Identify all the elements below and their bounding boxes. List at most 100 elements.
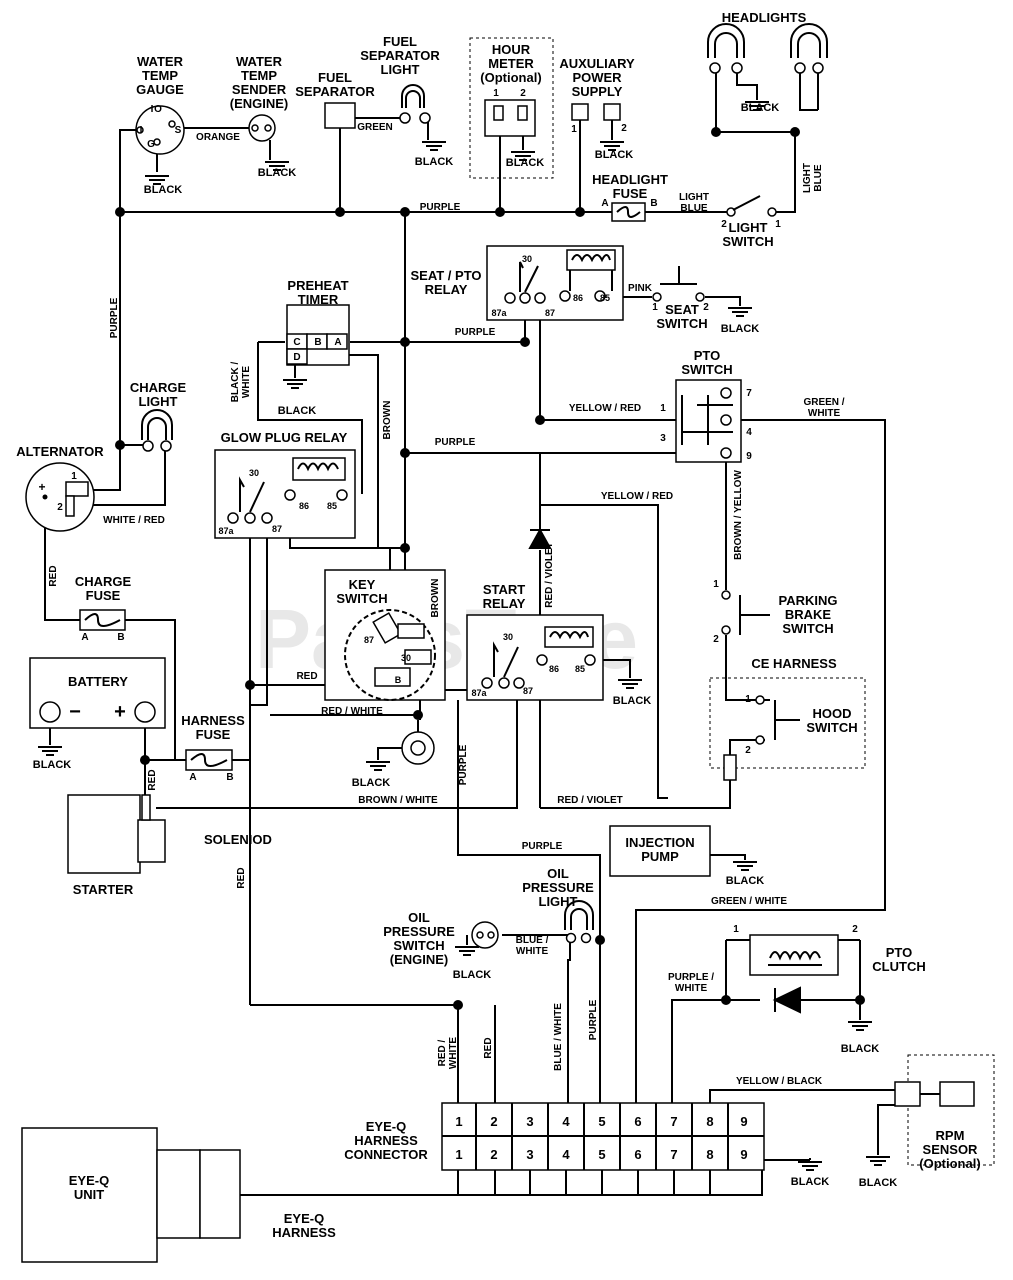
parking-brake-switch[interactable] <box>721 590 770 635</box>
hood-switch[interactable] <box>723 695 800 781</box>
terminal-label: − <box>69 701 81 723</box>
glow-plug-relay-label: GLOW PLUG RELAY <box>221 430 348 445</box>
junction-dots <box>115 127 865 1010</box>
terminal-label: 2 <box>721 219 727 230</box>
terminal-label: 1 <box>660 403 666 414</box>
wire-label-w19: BROWN <box>430 579 441 618</box>
ground-icon <box>265 161 289 171</box>
glow-plug-relay <box>214 449 356 539</box>
headlight-fuse <box>611 202 646 222</box>
wire-label-w7: PURPLE <box>455 327 496 338</box>
pto-switch[interactable] <box>675 379 742 463</box>
terminal-label: 1 <box>745 694 751 705</box>
terminal-label: + <box>114 701 126 723</box>
ground-icon <box>38 746 62 756</box>
wire-label-w34: PURPLE <box>588 999 599 1040</box>
ground-label: BLACK <box>506 157 545 169</box>
terminal-label: 1 <box>71 471 77 482</box>
terminal-label: 2 <box>520 88 526 99</box>
terminal-label: 1 <box>652 302 658 313</box>
connector-pin-top: 4 <box>562 1114 570 1129</box>
terminal-label: D <box>293 352 300 363</box>
pto-clutch <box>726 934 860 1014</box>
terminal-label: 87a <box>491 308 507 318</box>
terminal-label: 86 <box>573 293 583 303</box>
wire-label-w32: RED <box>483 1037 494 1058</box>
ground-icon <box>618 679 642 689</box>
terminal-label: 85 <box>575 664 585 674</box>
key-switch[interactable] <box>344 609 436 701</box>
terminal-label: 30 <box>249 468 259 478</box>
wire-label-w12: GREEN /WHITE <box>803 397 844 419</box>
ground-icon <box>798 1161 822 1171</box>
terminal-label: B <box>226 772 233 783</box>
charge-fuse <box>79 609 126 631</box>
water-temp-gauge <box>135 105 185 155</box>
charge-light-icon <box>141 409 173 452</box>
terminal-label: 86 <box>549 664 559 674</box>
ground-icon <box>745 101 769 111</box>
ground-icon <box>366 761 390 771</box>
light-switch[interactable] <box>726 195 777 217</box>
ground-label: BLACK <box>613 695 652 707</box>
connector-pin-bottom: 8 <box>706 1147 713 1162</box>
terminal-label: 1 <box>493 88 499 99</box>
glow-plug-icon <box>377 720 435 765</box>
alternator <box>25 462 95 532</box>
wire-label-w20: RED <box>296 671 317 682</box>
ground-label: BLACK <box>841 1043 880 1055</box>
connector-pin-top: 7 <box>670 1114 677 1129</box>
eyeq-harness-connector <box>441 1102 765 1171</box>
ground-label: BLACK <box>415 156 454 168</box>
connector-pin-bottom: 6 <box>634 1147 641 1162</box>
connector-pin-bottom: 3 <box>526 1147 533 1162</box>
terminal-label: A <box>189 772 196 783</box>
wire-label-w30: PURPLE /WHITE <box>668 972 714 994</box>
ground-icon <box>145 175 169 185</box>
seat-switch[interactable] <box>652 266 705 302</box>
fuel-separator <box>324 102 356 129</box>
ground-label: BLACK <box>33 759 72 771</box>
terminal-label: S <box>175 125 182 136</box>
fuel-separator-light-icon <box>399 84 431 124</box>
terminal-label: G <box>147 139 155 150</box>
wire-label-w18: RED / VIOLET <box>544 542 555 608</box>
ground-label: BLACK <box>144 184 183 196</box>
wire-label-w5: LIGHTBLUE <box>802 163 824 193</box>
ce-harness-label: CE HARNESS <box>751 656 837 671</box>
terminal-label: A <box>601 198 608 209</box>
seat-pto-relay <box>486 245 624 321</box>
terminal-label: 87 <box>545 308 555 318</box>
terminal-label: 9 <box>746 451 752 462</box>
connector-pin-top: 9 <box>740 1114 747 1129</box>
diode-icon <box>528 527 552 549</box>
wire-label-w28: GREEN / WHITE <box>711 896 787 907</box>
terminal-label: 87 <box>364 635 374 645</box>
connector-pin-bottom: 1 <box>455 1147 462 1162</box>
terminal-label: 2 <box>713 634 719 645</box>
terminal-label: + <box>38 480 45 494</box>
terminal-label: B <box>117 632 124 643</box>
wire-label-w27: PURPLE <box>522 841 563 852</box>
terminal-label: 2 <box>57 502 63 513</box>
harness-fuse <box>185 749 233 771</box>
ground-icon <box>728 307 752 317</box>
ground-icon <box>733 861 757 871</box>
battery-label: BATTERY <box>68 674 128 689</box>
connector-pin-bottom: 9 <box>740 1147 747 1162</box>
connector-pin-top: 6 <box>634 1114 641 1129</box>
